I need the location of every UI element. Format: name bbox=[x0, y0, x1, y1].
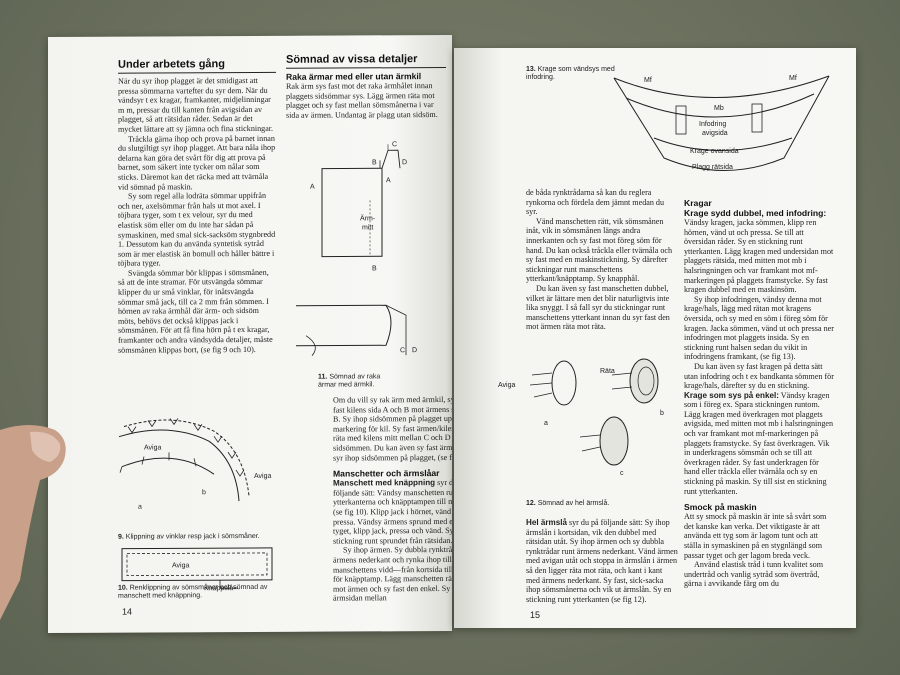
figure-10-caption: 10. Renklippning av sömsmåner och sömnad… bbox=[118, 583, 268, 601]
fig9-label-aviga: Aviga bbox=[144, 444, 161, 451]
paragraph: Tråckla gärna ihop och prova på barnet i… bbox=[118, 133, 276, 192]
paragraph: syr du på följande sätt: Sy ihop ärmslån… bbox=[526, 518, 678, 604]
heading-under-arbetets-gang: Under arbetets gång bbox=[118, 57, 276, 74]
fig12-label-a: a bbox=[544, 420, 548, 427]
fig9-label-b: b bbox=[202, 489, 206, 496]
subheading-manschetter: Manschetter och ärmslåar bbox=[333, 468, 440, 479]
paragraph: Sy ihop ärmen. Sy dubbla rynktrådar runt… bbox=[333, 545, 452, 603]
subheading-krage-som-sys-pa-enkel: Krage som sys på enkel: bbox=[684, 390, 779, 400]
paragraph: Sy som regel alla lodräta sömmar uppifrå… bbox=[118, 191, 276, 268]
fig11-label-c2: C bbox=[400, 347, 405, 354]
right-page: 13. Krage som vändsys med infodring. Mf … bbox=[454, 48, 856, 628]
fig10-label-knappsla: Knäppslå bbox=[204, 584, 233, 592]
fig13-label-plagg: Plagg rätsida bbox=[692, 164, 733, 171]
fig10-label-aviga: Aviga bbox=[172, 562, 189, 569]
right-column-1-lower: Hel ärmslå syr du på följande sätt: Sy i… bbox=[526, 518, 678, 604]
fig12-label-c: c bbox=[620, 470, 624, 477]
paragraph: Använd elastisk tråd i tunn kvalitet som… bbox=[684, 560, 824, 589]
paragraph: När du syr ihop plagget är det smidigast… bbox=[118, 75, 274, 134]
paragraph: Att sy smock på maskin är inte så svårt … bbox=[684, 512, 827, 560]
hand-thumb bbox=[0, 425, 66, 620]
fig11-label-b-top: B bbox=[372, 159, 377, 166]
fig12-label-b: b bbox=[660, 410, 664, 417]
fig13-label-krage: Krage ovansida bbox=[690, 148, 739, 155]
figure-13-caption: 13. Krage som vändsys med infodring. bbox=[526, 66, 615, 82]
middle-column-lower: Om du vill sy rak ärm med ärmkil, sy du … bbox=[333, 395, 452, 604]
figure-12-diagram: Aviga Räta a b c bbox=[498, 358, 664, 477]
figure-11-diagram: A B C D A Ärm- mitt B C D bbox=[296, 141, 417, 356]
paragraph: Vänd manschetten rätt, vik sömsmånen inå… bbox=[526, 216, 673, 284]
subheading-smock-pa-maskin: Smock på maskin bbox=[684, 502, 757, 513]
fig9-label-aviga2: Aviga bbox=[254, 473, 271, 480]
fig13-label-mb: Mb bbox=[714, 105, 724, 112]
left-page: Under arbetets gång När du syr ihop plag… bbox=[48, 34, 452, 634]
figure-9-caption: 9. Klippning av vinklar resp jack i söms… bbox=[118, 532, 260, 541]
fig13-label-avigsida: avigsida bbox=[702, 130, 728, 137]
fig11-label-a: A bbox=[310, 184, 315, 191]
fig9-label-a: a bbox=[138, 504, 142, 511]
paragraph: Svängda sömmar bör klippas i sömsmånen, … bbox=[118, 267, 273, 355]
heading-kragar: Kragar bbox=[684, 198, 712, 208]
paragraph: Om du vill sy rak ärm med ärmkil, sy du … bbox=[333, 394, 452, 463]
fig11-label-b2: B bbox=[372, 265, 377, 272]
fig11-label-d: D bbox=[402, 159, 407, 166]
left-column: Under arbetets gång När du syr ihop plag… bbox=[118, 57, 276, 355]
fig11-label-c: C bbox=[392, 141, 397, 148]
fig11-label-d2: D bbox=[412, 347, 417, 354]
page-number-15: 15 bbox=[530, 610, 541, 620]
fig11-label-a2: A bbox=[386, 177, 391, 184]
fig11-label-armmitt: Ärm- bbox=[360, 214, 376, 222]
figure-12-caption: 12. Sömnad av hel ärmslå. bbox=[526, 500, 610, 507]
paragraph: Vändsy kragen, jacka sömmen, klipp ren h… bbox=[684, 218, 834, 295]
fig11-label-mitt: mitt bbox=[362, 224, 373, 231]
paragraph: Sy ihop infodringen, vändsy denna mot kr… bbox=[684, 294, 834, 362]
heading-somnad-av-vissa-detaljer: Sömnad av vissa detaljer bbox=[286, 52, 446, 69]
subheading-hel-armsla: Hel ärmslå bbox=[526, 518, 567, 527]
figure-13-diagram: Mf Mf Mb Infodring avigsida Krage ovansi… bbox=[613, 75, 830, 171]
right-column-1: de båda rynktrådarna så kan du reglera r… bbox=[526, 188, 674, 332]
fig13-label-mf-left: Mf bbox=[644, 77, 652, 84]
open-booklet: Under arbetets gång När du syr ihop plag… bbox=[48, 30, 860, 634]
paragraph: Vändsy kragen som i föreg ex. Spara stic… bbox=[684, 390, 834, 496]
figure-10-diagram: Aviga Knäppslå bbox=[121, 547, 273, 592]
right-column-2: Kragar Krage sydd dubbel, med infodring:… bbox=[684, 198, 834, 589]
subheading-manschett-med-knappning: Manschett med knäppning bbox=[333, 478, 436, 488]
fig12-label-aviga: Aviga bbox=[498, 382, 515, 389]
page-number-14: 14 bbox=[122, 606, 133, 617]
middle-column: Sömnad av vissa detaljer Raka ärmar med … bbox=[286, 52, 446, 120]
paragraph: Du kan även sy fast manschetten dubbel, … bbox=[526, 283, 670, 332]
paragraph: Rak ärm sys fast mot det raka ärmhålet i… bbox=[286, 81, 438, 120]
figure-9-diagram: Aviga Aviga b a bbox=[118, 418, 271, 511]
paragraph: syr du på följande sätt: Vändsy manschet… bbox=[333, 478, 452, 546]
fig13-label-infodring: Infodring bbox=[699, 121, 726, 128]
fig13-label-mf-right: Mf bbox=[789, 75, 797, 82]
paragraph: de båda rynktrådarna så kan du reglera r… bbox=[526, 188, 664, 217]
figure-11-caption: 11. Sömnad av raka ärmar med ärmkil. bbox=[318, 373, 381, 390]
paragraph: Du kan även sy fast kragen på detta sätt… bbox=[684, 361, 834, 391]
fig12-label-rata: Räta bbox=[600, 368, 615, 375]
subheading-krage-sydd-dubbel: Krage sydd dubbel, med infodring: bbox=[684, 208, 827, 218]
